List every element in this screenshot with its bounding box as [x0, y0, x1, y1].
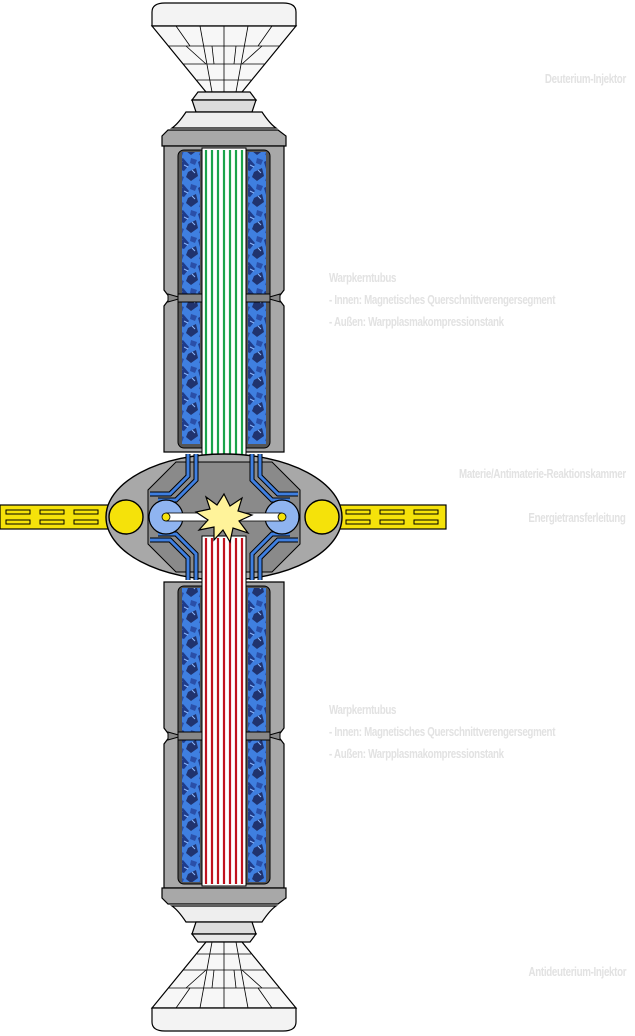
lower-tube-title: Warpkerntubus [329, 703, 397, 717]
energy-transfer-conduit-right [331, 504, 447, 530]
upper-tube-cap [161, 129, 287, 147]
energy-transfer-conduit-left [0, 504, 117, 530]
upper-tube-title: Warpkerntubus [329, 271, 397, 285]
deuterium-injector [150, 2, 298, 129]
lower-tube-cap [161, 887, 287, 905]
antideuterium-injector-label: Antideuterium-Injektor [528, 965, 626, 979]
lower-tube-inner-label: - Innen: Magnetisches Querschnittverenge… [329, 725, 556, 739]
antideuterium-injector [150, 905, 298, 1032]
reaction-flash-icon [194, 492, 254, 544]
lower-tube-label-block: Warpkerntubus - Innen: Magnetisches Quer… [329, 699, 619, 765]
lower-warp-core-tube [163, 535, 285, 889]
upper-tube-label-block: Warpkerntubus - Innen: Magnetisches Quer… [329, 267, 619, 333]
upper-warp-core-tube [163, 145, 285, 499]
energy-transfer-label: Energietransferleitung [528, 511, 626, 525]
lower-tube-outer-label: - Außen: Warpplasmakompressionstank [329, 747, 504, 761]
reaction-chamber-label: Materie/Antimaterie-Reaktionskammer [459, 467, 626, 481]
upper-tube-inner-label: - Innen: Magnetisches Querschnittverenge… [329, 293, 556, 307]
upper-tube-outer-label: - Außen: Warpplasmakompressionstank [329, 315, 504, 329]
deuterium-injector-label: Deuterium-Injektor [544, 72, 626, 86]
